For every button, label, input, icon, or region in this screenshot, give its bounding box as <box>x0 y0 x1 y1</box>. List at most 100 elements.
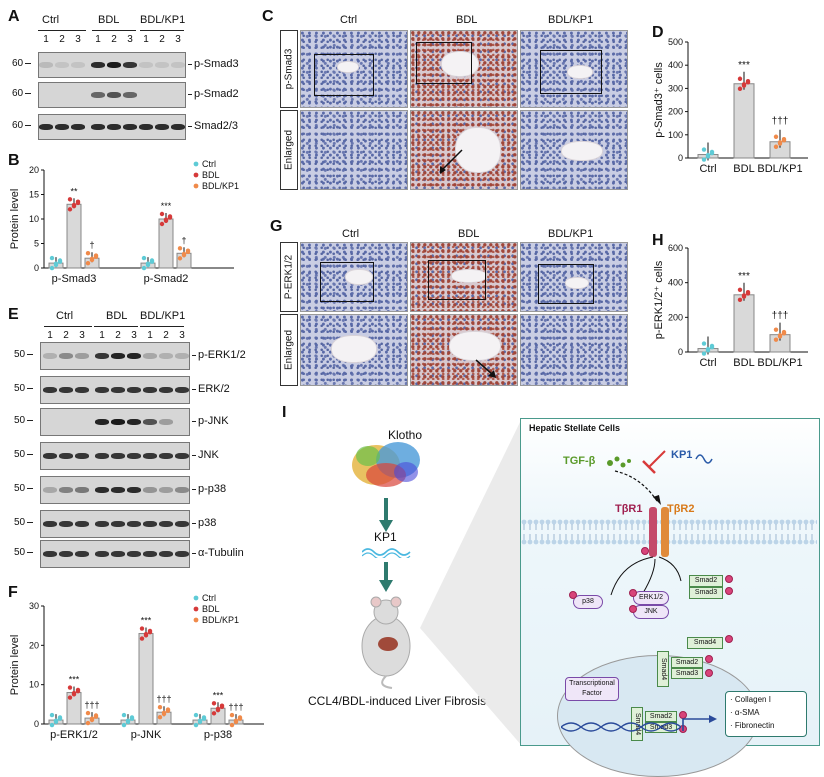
c-image-kp1 <box>520 30 628 108</box>
d-data-point <box>705 154 711 159</box>
e-band <box>127 487 141 493</box>
receptor-1-bar <box>649 507 657 557</box>
e-band <box>143 521 157 527</box>
g-row-tag-1: P-ERK1/2 <box>280 242 298 312</box>
b-bar <box>66 203 82 269</box>
b-ytick-label: 20 <box>29 165 39 175</box>
b-legend-marker <box>193 172 199 178</box>
e-lane-5: 2 <box>115 330 121 341</box>
receptor-2-bar <box>661 507 669 557</box>
b-sig-label: ** <box>70 186 78 196</box>
fibrosis-caption: CCL4/BDL-induced Liver Fibrosis <box>308 694 487 708</box>
e-mw-marker: 50 <box>14 483 33 494</box>
e-band <box>111 353 125 359</box>
e-band <box>159 551 173 557</box>
b-data-point <box>89 257 95 263</box>
f-data-point <box>57 716 63 721</box>
f-data-point <box>157 705 163 710</box>
f-legend-marker <box>193 606 199 612</box>
f-data-point <box>211 711 217 716</box>
e-band <box>143 419 157 425</box>
h-ylabel: p-ERK1/2⁺ cells <box>653 260 665 339</box>
e-band <box>95 387 109 393</box>
d-data-point <box>773 144 779 149</box>
g-image-ctrl <box>300 242 408 312</box>
b-sig-label: † <box>89 240 94 250</box>
f-data-point <box>229 712 235 718</box>
f-data-point <box>237 716 243 721</box>
a-band <box>123 92 137 98</box>
b-ylabel: Protein level <box>9 189 21 250</box>
h-xtick-label: Ctrl <box>699 357 716 369</box>
h-data-point <box>709 344 715 350</box>
b-data-point <box>85 251 91 256</box>
f-data-point <box>229 722 235 728</box>
receptor-2-label: TβR2 <box>667 503 695 515</box>
e-band <box>43 487 57 493</box>
h-ytick-label: 0 <box>678 347 683 357</box>
kp1-box-label: KP1 <box>671 449 693 461</box>
f-ytick-label: 0 <box>34 719 39 729</box>
e-band <box>43 387 57 393</box>
c-image-ctrl <box>300 30 408 108</box>
a-band-label: p-Smad3 <box>188 58 239 70</box>
a-lane-7: 1 <box>143 34 149 45</box>
a-band <box>155 62 169 68</box>
a-lane-2: 2 <box>59 34 65 45</box>
e-band <box>111 551 125 557</box>
d-xtick-label: Ctrl <box>699 163 716 175</box>
f-data-point <box>139 636 145 641</box>
b-data-point <box>53 262 59 268</box>
d-ytick-label: 100 <box>668 130 683 140</box>
f-legend-marker <box>193 595 199 601</box>
a-band <box>55 124 69 130</box>
b-legend-marker <box>193 183 199 189</box>
panel-label-h: H <box>652 232 664 249</box>
f-sig-label: ††† <box>228 702 243 712</box>
e-band <box>127 387 141 393</box>
b-ytick-label: 0 <box>34 263 39 273</box>
a-band <box>123 124 137 130</box>
arrow-down-1 <box>379 498 393 532</box>
e-mw-marker: 50 <box>14 449 33 460</box>
c-enlarged-ctrl <box>300 110 408 190</box>
e-mw-marker: 50 <box>14 415 33 426</box>
e-band <box>111 487 125 493</box>
f-xtick-label: p-ERK1/2 <box>50 729 98 741</box>
group-bdl-a: BDL <box>98 14 120 26</box>
e-band <box>75 453 89 459</box>
f-ytick-label: 30 <box>29 601 39 611</box>
g-enlarged-bdl <box>410 314 518 386</box>
f-ylabel: Protein level <box>9 635 21 696</box>
c-enlarged-kp1 <box>520 110 628 190</box>
cell-membrane <box>521 519 817 545</box>
f-data-point <box>121 722 127 728</box>
h-data-point <box>741 294 747 299</box>
e-band <box>111 521 125 527</box>
b-data-point <box>49 255 55 261</box>
jnk-node: JNK <box>633 605 669 619</box>
h-xtick-label: BDL/KP1 <box>757 357 802 369</box>
f-legend-label: BDL/KP1 <box>202 615 239 625</box>
f-data-point <box>125 719 131 725</box>
e-band <box>127 419 141 425</box>
f-bar <box>138 633 154 725</box>
h-data-point <box>701 341 707 346</box>
e-band <box>127 353 141 359</box>
hsc-box: Hepatic Stellate Cells TGF-β KP1 TβR1 Tβ… <box>520 418 820 777</box>
e-band-label: α-Tubulin <box>192 547 244 559</box>
smad2-dna-node: Smad2 <box>645 711 677 722</box>
b-data-point <box>163 218 169 223</box>
arrow-down-2 <box>379 562 393 592</box>
e-band-label: JNK <box>192 449 219 461</box>
h-data-point <box>737 297 743 302</box>
kp1-peptide-icon <box>362 548 411 558</box>
d-data-point <box>741 83 747 88</box>
h-ytick-label: 200 <box>668 312 683 322</box>
dna-icon <box>561 722 681 732</box>
d-sig-label: ††† <box>772 116 789 127</box>
e-band-label: p-p38 <box>192 483 226 495</box>
d-data-point <box>701 157 707 162</box>
f-sig-label: ††† <box>84 700 99 710</box>
